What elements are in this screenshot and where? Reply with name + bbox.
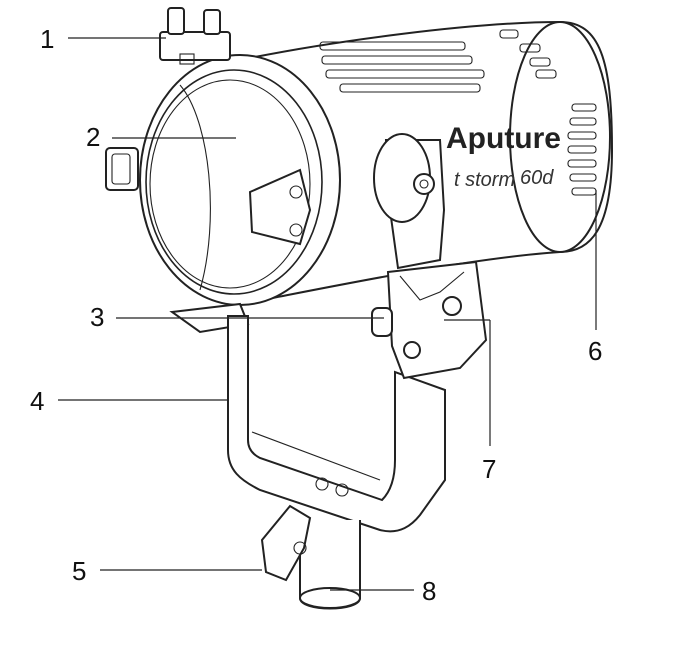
- leader-lines: [58, 37, 597, 591]
- callout-1: 1: [40, 24, 54, 54]
- callout-6: 6: [588, 336, 602, 366]
- brand-logo: Aputure: [446, 122, 561, 155]
- yoke-bracket: [227, 315, 446, 533]
- callout-4: 4: [30, 386, 44, 416]
- yoke-arm: [373, 133, 446, 270]
- callout-3: 3: [90, 302, 104, 332]
- top-clip: [159, 7, 231, 65]
- series-label: t storm: [454, 169, 515, 191]
- model-label: 60d: [520, 167, 554, 189]
- stand-spigot: [299, 520, 361, 610]
- reflector-mount: [139, 54, 341, 306]
- callout-5: 5: [72, 556, 86, 586]
- callout-8: 8: [422, 576, 436, 606]
- lock-knob: [260, 504, 312, 582]
- clamp-block: [371, 260, 488, 380]
- ring-bracket: [248, 168, 312, 246]
- side-latch-left: [105, 147, 139, 191]
- callout-7: 7: [482, 454, 496, 484]
- top-vents: [319, 29, 557, 93]
- callout-labels: 1 2 3 4 5 6 7 8: [30, 24, 602, 606]
- side-vents: [567, 103, 597, 196]
- callout-2: 2: [86, 122, 100, 152]
